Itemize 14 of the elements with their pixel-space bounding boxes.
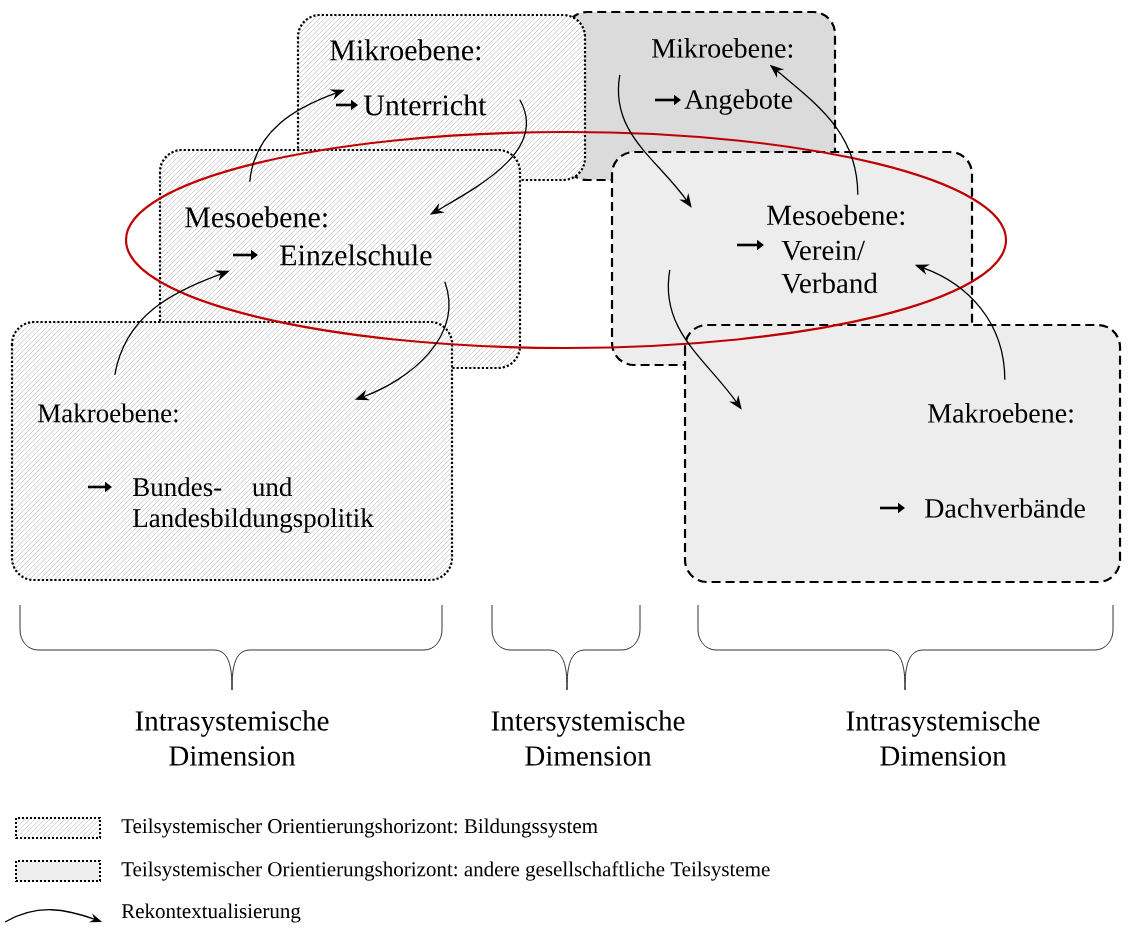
level-box: Makroebene: Dachverbände [683,323,1122,584]
node-label: Verein/ Verband [781,240,878,294]
node-label: Einzelschule [280,244,432,266]
node-label: Mesoebene: [185,206,327,228]
node-label: Mesoebene: [767,204,904,226]
level-box: Makroebene: Bundes- und Landesbildungspolitik [10,320,454,582]
legend-text: Teilsystemischer Orientierungshorizont: Bildungssystem [121,818,598,838]
node-label: Unterricht [363,94,487,116]
dimension-label: Intrasystemische Dimension [846,710,1040,766]
legend-text: Teilsystemischer Orientierungshorizont: andere gesellschaftliche Teilsysteme [121,861,770,881]
node-label: Mikroebene: [330,39,481,61]
dimension-label: Intrasystemische Dimension [135,710,329,766]
legend-text: Rekontextualisierung [121,903,301,923]
dimension-label: Intersystemische Dimension [491,710,685,766]
